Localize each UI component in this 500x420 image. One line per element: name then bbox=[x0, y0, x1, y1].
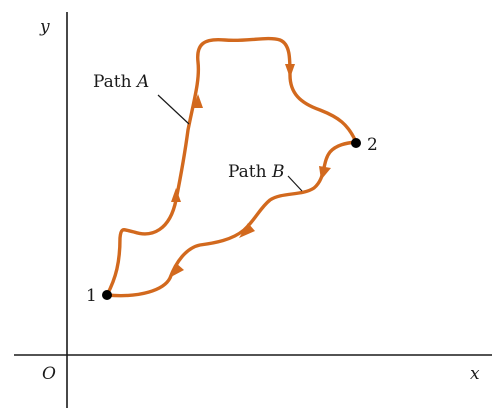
path-b-arrow-lower bbox=[169, 263, 184, 278]
path-a-curve bbox=[105, 36, 358, 297]
path-a-arrow-lower bbox=[171, 188, 181, 202]
y-axis-label: y bbox=[39, 17, 50, 37]
path-a-leader bbox=[157, 94, 190, 125]
path-b-arrow-middle bbox=[239, 223, 255, 238]
path-a-label-name: A bbox=[135, 72, 149, 92]
path-a-arrow-upper bbox=[193, 94, 203, 108]
path-b-label-prefix: Path bbox=[228, 162, 272, 182]
path-b-label-name: B bbox=[271, 162, 285, 182]
point-1-label: 1 bbox=[86, 286, 97, 306]
path-a-arrow-top-right bbox=[285, 64, 295, 78]
path-b-arrow-upper bbox=[319, 166, 331, 180]
path-b-curve bbox=[105, 140, 358, 298]
point-2-marker bbox=[351, 138, 361, 148]
path-b-label: Path B bbox=[228, 162, 285, 182]
path-a-label-prefix: Path bbox=[93, 72, 137, 92]
x-axis-label: x bbox=[470, 364, 480, 384]
point-2-label: 2 bbox=[367, 135, 378, 155]
path-a-label: Path A bbox=[93, 72, 149, 92]
origin-label: O bbox=[42, 364, 56, 384]
path-b-leader bbox=[287, 175, 303, 192]
point-1-marker bbox=[102, 290, 112, 300]
